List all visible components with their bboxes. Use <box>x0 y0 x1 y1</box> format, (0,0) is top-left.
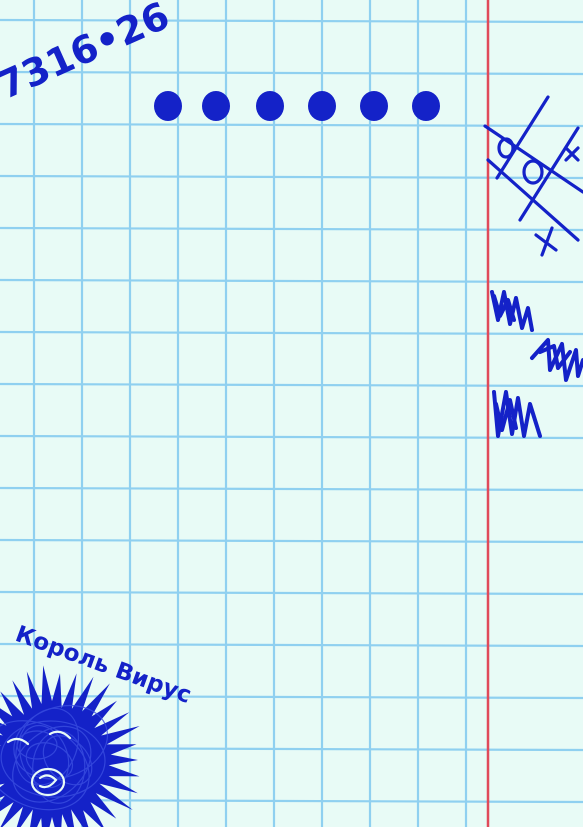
scribble-mark <box>538 344 572 370</box>
bullet-dot <box>154 91 182 121</box>
virus-scribble-texture <box>0 705 109 811</box>
virus-mouth-inner <box>38 774 58 789</box>
bullet-dot <box>256 91 284 121</box>
virus-mouth <box>30 767 66 797</box>
ttt-grid-line <box>483 124 583 194</box>
bullet-dot <box>308 91 336 121</box>
scribble-mark <box>494 398 518 432</box>
ttt-grid-line <box>518 126 580 222</box>
virus-king-creature <box>0 665 140 827</box>
scribble-mark <box>492 294 516 322</box>
scribble-marks <box>490 290 583 438</box>
grid-horizontal-line <box>0 590 583 596</box>
virus-left-eye <box>6 737 30 746</box>
grid-horizontal-line <box>0 18 583 24</box>
ttt-grid-line <box>495 95 550 180</box>
ttt-x-mark <box>534 226 558 257</box>
grid-horizontal-line <box>0 70 583 76</box>
bullet-dot <box>360 91 388 121</box>
ttt-o-mark <box>497 137 515 159</box>
ttt-o-mark <box>522 159 544 185</box>
virus-face <box>6 730 72 797</box>
bullet-dot <box>202 91 230 121</box>
virus-spiky-body <box>0 665 140 827</box>
grid-horizontal-line <box>0 278 583 284</box>
grid-horizontal-line <box>0 226 583 232</box>
grid-horizontal-line <box>0 330 583 336</box>
virus-right-eye <box>48 730 72 740</box>
tic-tac-toe-doodle <box>483 95 583 257</box>
ttt-grid-line <box>486 158 580 242</box>
grid-horizontal-line <box>0 538 583 544</box>
grid-horizontal-line <box>0 174 583 180</box>
grid-horizontal-line <box>0 434 583 440</box>
bullet-dot <box>412 91 440 121</box>
grid-horizontal-line <box>0 382 583 388</box>
grid-horizontal-line <box>0 642 583 648</box>
ttt-x-mark <box>564 146 580 162</box>
bullet-dots-row <box>154 91 440 121</box>
grid-horizontal-line <box>0 486 583 492</box>
